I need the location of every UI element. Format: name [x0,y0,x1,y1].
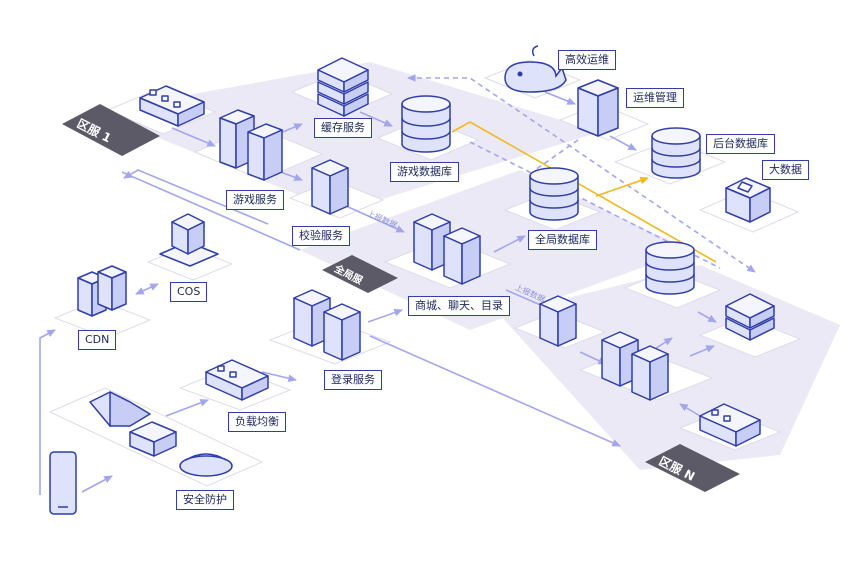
lock-icon [129,421,177,457]
arrow-phone-to-security [81,475,113,493]
cdn-icon [77,265,127,317]
region-tag-global [322,255,398,293]
yellow-line-branch [451,121,471,133]
login-server-icon [293,289,361,361]
zone-n-database-icon [645,241,695,295]
arrow-company-n-to-pair [679,403,701,417]
load-balancer-icon [205,359,269,401]
label-game-service: 游戏服务 [226,190,284,210]
mall-server-icon [413,213,481,285]
zone-n-server-icon [539,295,577,347]
label-game-database: 游戏数据库 [390,162,459,182]
cos-icon [159,213,219,267]
arrow-login-to-zone-n [369,335,621,447]
zone-n-stack-icon [725,293,775,341]
yellow-line-main [469,121,717,263]
game-database-icon [401,95,451,153]
label-global-database: 全局数据库 [528,230,597,250]
cache-stack-icon [317,57,369,117]
arrow-whale-to-ops [544,91,576,105]
label-mall-chat-directory: 商城、聊天、目录 [408,296,510,316]
arrow-company-to-game [171,127,216,147]
shield-icon [89,391,151,427]
label-cdn: CDN [78,330,117,350]
arrow-verify-report [345,205,405,233]
arrow-phone-up [39,329,56,495]
arrow-cache-to-gamedb [359,111,393,127]
label-high-efficiency-ops: 高效运维 [558,50,616,70]
region-tag-zone-n [645,444,740,492]
arrow-cdn-cos [135,283,159,295]
zone-n-building-icon [699,403,761,447]
region-tag-zone-1 [62,104,160,156]
dashed-gamedb-link [469,141,721,269]
arrow-lb-to-login [261,371,297,382]
label-cos: COS [170,282,208,302]
arrow-left-loop-global [121,171,301,251]
zone-n-server-pair-icon [601,331,669,401]
backend-database-icon [651,127,701,179]
verification-server-icon [311,159,349,215]
big-data-icon [725,177,771,223]
label-login-service: 登录服务 [324,370,382,390]
connections [39,74,756,495]
yellow-line-to-backend [595,176,649,197]
label-big-data: 大数据 [762,160,809,180]
arrow-ops-to-backend [609,135,637,151]
ops-server-icon [577,79,619,137]
game-server-icon [219,109,283,181]
label-ops-management: 运维管理 [626,88,684,108]
dashed-top-link [407,74,756,273]
arrow-login-to-mall [367,308,403,323]
firewall-icon [179,453,233,477]
building-icon [139,85,205,127]
label-backend-database: 后台数据库 [706,134,775,154]
label-security-protection: 安全防护 [176,490,234,510]
region-tags [62,104,740,492]
global-database-icon [529,167,579,221]
label-load-balancing: 负载均衡 [228,412,286,432]
whale-icon [504,45,567,93]
label-cache-service: 缓存服务 [314,118,372,138]
arrow-security-to-lb [165,399,209,417]
arrow-pair-to-stack [689,345,715,357]
phone-icon [49,451,77,515]
highlight-sync-line [451,121,717,263]
label-verification-service: 校验服务 [292,226,350,246]
arrow-db-to-stack [697,311,717,323]
